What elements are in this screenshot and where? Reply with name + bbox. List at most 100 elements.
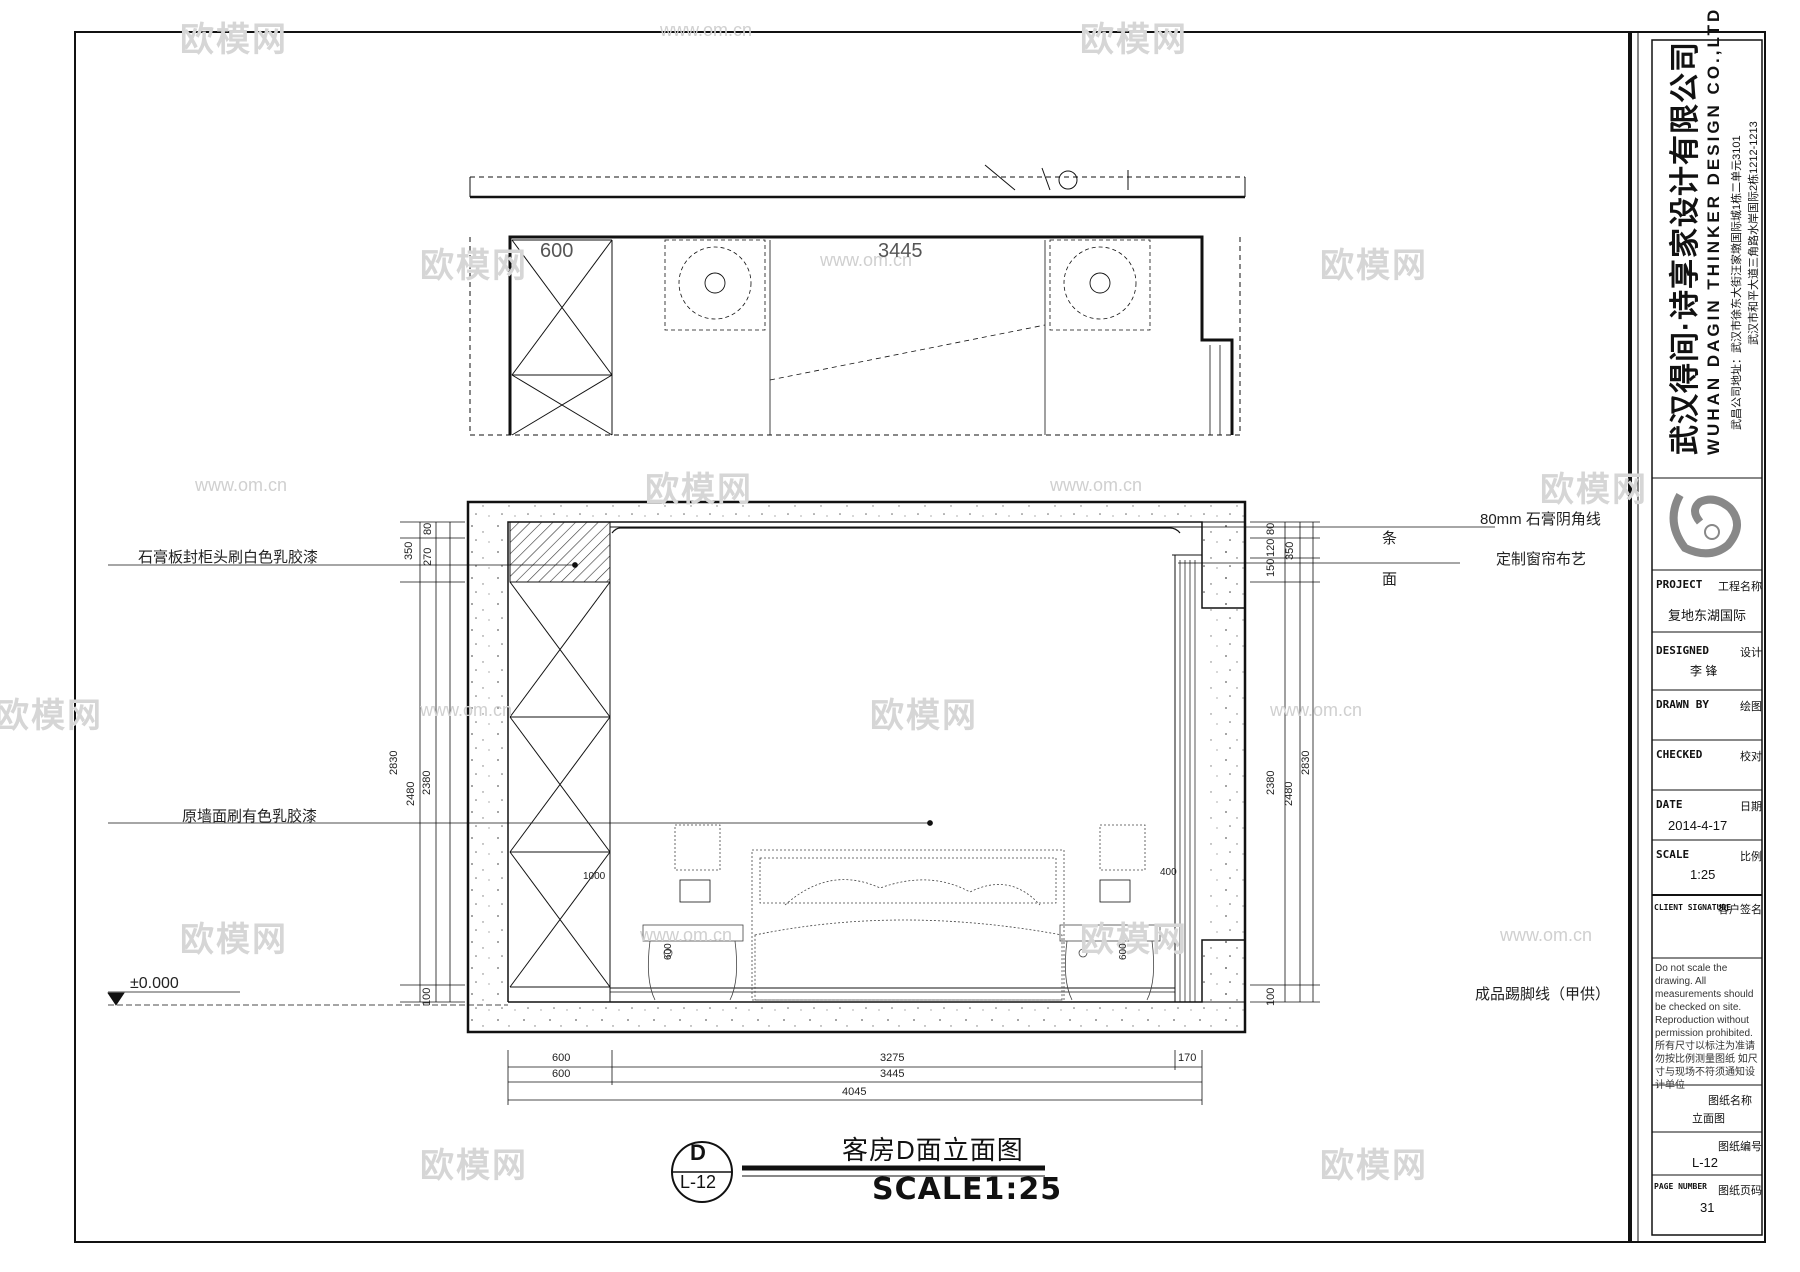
watermark-url: www.om.cn bbox=[420, 700, 513, 720]
watermark: 欧模网 bbox=[0, 697, 103, 735]
scale-value: 1:25 bbox=[1690, 867, 1716, 882]
dimension-label: 600 bbox=[552, 1052, 571, 1064]
annotation-gypsum-cabinet: 石膏板封柜头刷白色乳胶漆 bbox=[138, 549, 319, 566]
dimension-label: 1000 bbox=[583, 871, 606, 882]
dimension-label: 400 bbox=[1160, 867, 1177, 878]
dimension-label: 100 bbox=[1265, 987, 1277, 1006]
wardrobe-elevation bbox=[509, 521, 611, 1002]
dimension-label: 350 bbox=[1284, 541, 1296, 560]
drawing-number-label: 图纸编号 bbox=[1718, 1141, 1762, 1153]
designed-label-cn: 设计 bbox=[1740, 647, 1762, 659]
client-signature-label: CLIENT SIGNATURE bbox=[1654, 903, 1732, 912]
annotation-wall-paint: 原墙面刷有色乳胶漆 bbox=[182, 808, 318, 825]
watermark: 欧模网 bbox=[420, 247, 528, 285]
bed-furniture bbox=[610, 824, 1175, 1001]
plan-dimension-left: 600 bbox=[540, 240, 574, 262]
drawing-scale: SCALE1:25 bbox=[872, 1172, 1063, 1207]
watermark: 欧模网 bbox=[420, 1147, 528, 1185]
drawing-name-value: 立面图 bbox=[1692, 1113, 1725, 1125]
dimension-label: 600 bbox=[552, 1068, 571, 1080]
watermark-url: www.om.cn bbox=[195, 475, 288, 495]
dimension-label: 270 bbox=[422, 547, 434, 566]
dimension-label: 3275 bbox=[880, 1052, 905, 1064]
watermark-url: www.om.cn bbox=[820, 250, 913, 270]
watermark: 欧模网 bbox=[1320, 247, 1428, 285]
designed-value: 李 锋 bbox=[1690, 664, 1718, 678]
drawing-title-graphics bbox=[671, 1141, 1045, 1203]
company-name-en: WUHAN DAGIN THINKER DESIGN CO.,LTD bbox=[1704, 6, 1723, 455]
company-address-2: 武汉市和平大道三角路水岸国际2栋1212-1213 bbox=[1748, 121, 1760, 345]
project-label-cn: 工程名称 bbox=[1718, 581, 1762, 593]
leader-lines bbox=[107, 526, 1495, 1006]
watermark-url: www.om.cn bbox=[1500, 925, 1593, 945]
annotation-cornice: 80mm 石膏阴角线 bbox=[1480, 511, 1601, 528]
dimension-label: 2380 bbox=[421, 770, 433, 795]
level-marker-label: ±0.000 bbox=[130, 975, 179, 992]
date-value: 2014-4-17 bbox=[1668, 818, 1728, 833]
page-number-label: PAGE NUMBER bbox=[1654, 1182, 1707, 1191]
drawing-name-label: 图纸名称 bbox=[1708, 1095, 1752, 1107]
elevation-wall-frame bbox=[466, 500, 1247, 1034]
dimension-label: 2480 bbox=[1283, 781, 1295, 806]
page-number-label-cn: 图纸页码 bbox=[1718, 1185, 1762, 1197]
drawn-by-label: DRAWN BY bbox=[1656, 698, 1709, 711]
annotation-fragment: 条 bbox=[1382, 530, 1398, 547]
drawing-number-value: L-12 bbox=[1692, 1155, 1719, 1170]
project-value: 复地东湖国际 bbox=[1668, 608, 1747, 623]
dimension-lines bbox=[400, 521, 1320, 1105]
watermark: 欧模网 bbox=[180, 921, 288, 959]
dimension-label: 150 bbox=[1265, 558, 1277, 577]
watermark-url: www.om.cn bbox=[1050, 475, 1143, 495]
disclaimer-cn: 所有尺寸以标注为准请勿按比例测量图纸 如尺寸与现场不符须通知设计单位 bbox=[1655, 1041, 1758, 1091]
watermark: 欧模网 bbox=[1080, 921, 1188, 959]
dimension-label: 170 bbox=[1178, 1052, 1197, 1064]
watermark-url: www.om.cn bbox=[660, 20, 753, 40]
dimension-label: 4045 bbox=[842, 1086, 867, 1098]
annotation-fragment: 面 bbox=[1382, 571, 1398, 588]
page-number-value: 31 bbox=[1700, 1200, 1715, 1215]
scale-label: SCALE bbox=[1656, 848, 1690, 861]
disclaimer-en: Do not scale the drawing. All measuremen… bbox=[1655, 963, 1754, 1039]
plan-view bbox=[469, 164, 1246, 436]
dimension-label: 600 bbox=[1118, 943, 1129, 960]
checked-label-cn: 校对 bbox=[1740, 751, 1762, 763]
dimension-label: 120 bbox=[1265, 538, 1277, 557]
watermark: 欧模网 bbox=[870, 697, 978, 735]
watermark: 欧模网 bbox=[645, 471, 753, 509]
dimension-label: 600 bbox=[663, 943, 674, 960]
drawing-title: 客房D面立面图 bbox=[842, 1135, 1024, 1165]
annotation-skirting: 成品踢脚线（甲供） bbox=[1475, 986, 1611, 1003]
sheet-border bbox=[74, 31, 1766, 1243]
watermark: 欧模网 bbox=[1080, 21, 1188, 59]
dimension-label: 3445 bbox=[880, 1068, 905, 1080]
plan-dimension-mid: 3445 bbox=[878, 240, 923, 262]
date-label: DATE bbox=[1656, 798, 1683, 811]
dimension-label: 2380 bbox=[1265, 770, 1277, 795]
project-label: PROJECT bbox=[1656, 578, 1703, 591]
dimension-label: 2480 bbox=[405, 781, 417, 806]
annotation-curtain: 定制窗帘布艺 bbox=[1496, 551, 1587, 568]
dimension-label: 80 bbox=[1265, 522, 1277, 535]
watermark: 欧模网 bbox=[180, 21, 288, 59]
dimension-label: 100 bbox=[421, 987, 433, 1006]
watermark-url: www.om.cn bbox=[1270, 700, 1363, 720]
dimension-label: 350 bbox=[403, 541, 415, 560]
drawn-by-label-cn: 绘图 bbox=[1740, 701, 1762, 713]
checked-label: CHECKED bbox=[1656, 748, 1703, 761]
dimension-label: 2830 bbox=[388, 750, 400, 775]
dimension-label: 80 bbox=[422, 522, 434, 535]
scale-label-cn: 比例 bbox=[1740, 851, 1762, 863]
title-block-grid bbox=[1652, 477, 1762, 1176]
company-logo bbox=[1669, 493, 1741, 558]
company-address-1: 武昌公司地址：武汉市徐东大街汪家墩国际城1栋二单元3101 bbox=[1731, 135, 1743, 430]
watermark: 欧模网 bbox=[1320, 1147, 1428, 1185]
view-tag-letter: D bbox=[690, 1140, 706, 1165]
client-signature-label-cn: 客户签名 bbox=[1718, 904, 1762, 916]
date-label-cn: 日期 bbox=[1740, 801, 1762, 813]
dimension-label: 2830 bbox=[1300, 750, 1312, 775]
watermark: 欧模网 bbox=[1540, 471, 1648, 509]
company-name-cn: 武汉得间·诗享家设计有限公司 bbox=[1669, 41, 1702, 455]
watermark-url: www.om.cn bbox=[640, 925, 733, 945]
designed-label: DESIGNED bbox=[1656, 644, 1709, 657]
